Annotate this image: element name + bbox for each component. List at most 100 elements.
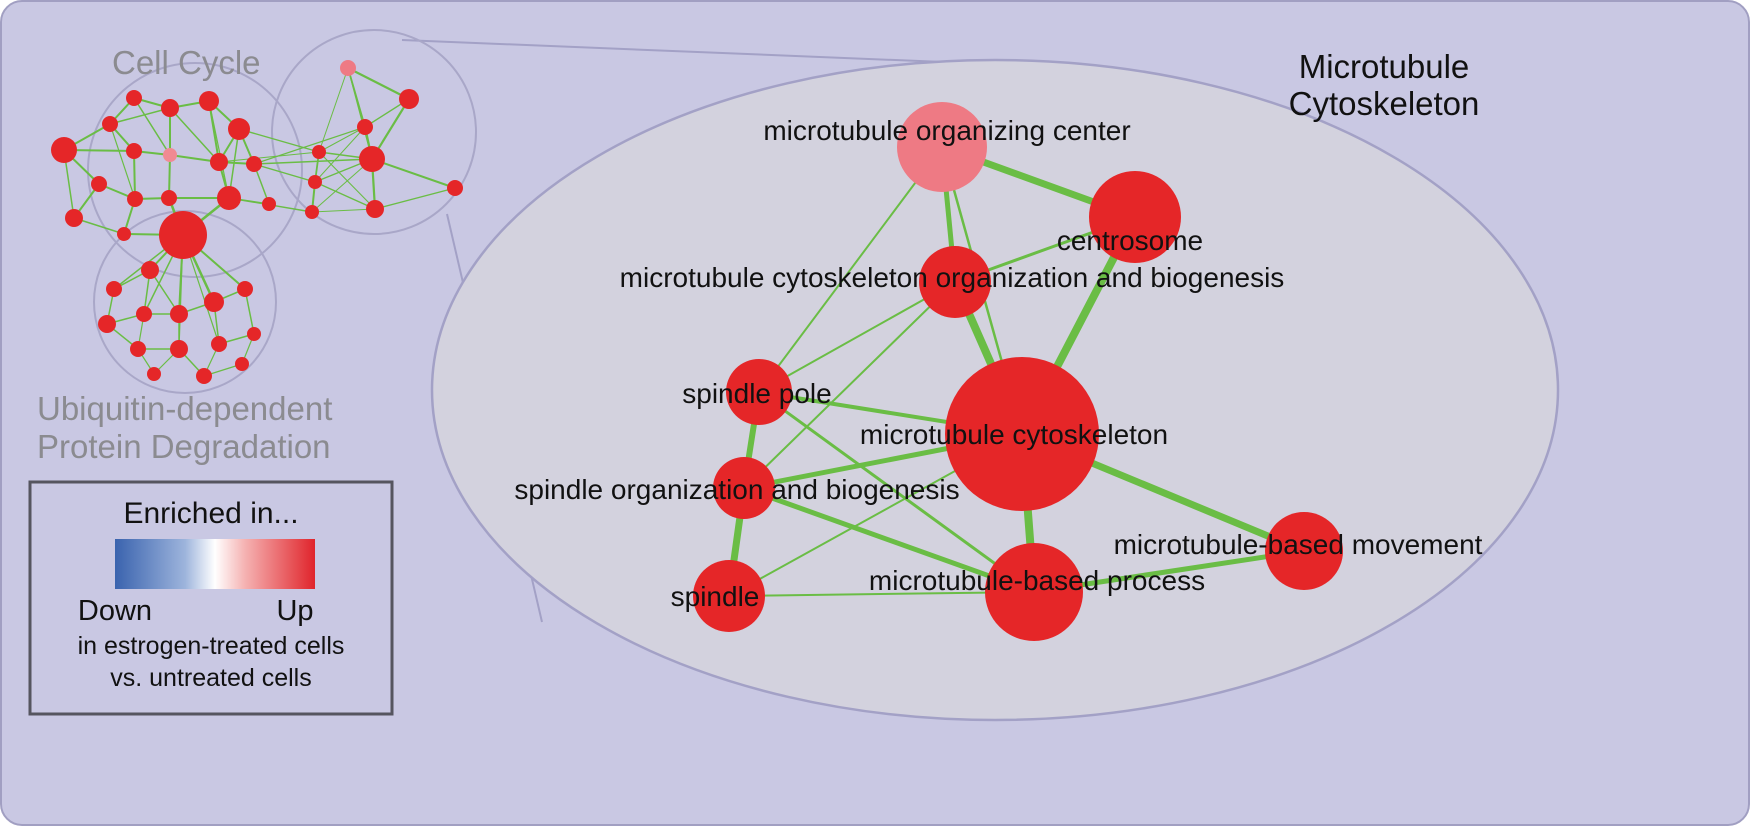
legend-up-label: Up bbox=[276, 595, 313, 627]
mini-edge bbox=[318, 126, 366, 153]
legend: Enriched in... Down Up in estrogen-treat… bbox=[28, 480, 394, 716]
mini-edge bbox=[238, 128, 320, 153]
node-spindle bbox=[693, 560, 765, 632]
legend-box bbox=[28, 480, 394, 716]
ubiquitin-cluster-label-line1: Ubiquitin-dependent bbox=[37, 390, 332, 427]
node-microtubule-cytoskeleton bbox=[945, 357, 1099, 511]
legend-caption-line1: in estrogen-treated cells bbox=[78, 632, 345, 660]
mini-edge bbox=[311, 208, 376, 213]
mini-node bbox=[170, 340, 188, 358]
mini-edge bbox=[253, 126, 366, 165]
node-label-spindle: spindle bbox=[671, 581, 760, 612]
node-label-microtubule-based-process: microtubule-based process bbox=[869, 565, 1205, 596]
mini-node bbox=[247, 327, 261, 341]
legend-title: Enriched in... bbox=[123, 497, 298, 530]
edge-mbp-spindle bbox=[728, 591, 1035, 597]
edge-spindle-pole-mbp bbox=[757, 390, 1036, 594]
mini-node bbox=[117, 227, 131, 241]
mini-edge bbox=[253, 163, 316, 183]
mini-node bbox=[170, 305, 188, 323]
mini-edge bbox=[208, 100, 230, 199]
edge-mcob-sob bbox=[743, 281, 956, 489]
legend-gradient-bar bbox=[115, 539, 315, 589]
node-label-centrosome: centrosome bbox=[1057, 225, 1203, 256]
node-centrosome bbox=[1089, 171, 1181, 263]
mini-node bbox=[235, 357, 249, 371]
zoom-cluster-title-line1: Microtubule bbox=[1299, 48, 1470, 85]
mini-node bbox=[91, 176, 107, 192]
mini-node bbox=[246, 156, 262, 172]
mini-node bbox=[211, 336, 227, 352]
node-spindle-organization bbox=[713, 457, 775, 519]
node-microtubule-cytoskeleton-organization bbox=[919, 246, 991, 318]
node-label-spindle-organization: spindle organization and biogenesis bbox=[514, 474, 959, 505]
mini-node-pink bbox=[163, 148, 177, 162]
edge-mcob-spindle-pole bbox=[758, 281, 956, 393]
mini-edge bbox=[318, 67, 349, 153]
inter-cluster-mini-edges bbox=[218, 126, 373, 213]
edge-moc-spindle-pole bbox=[758, 146, 943, 393]
legend-down-label: Down bbox=[78, 595, 152, 627]
mini-node bbox=[130, 341, 146, 357]
mini-edge bbox=[133, 150, 136, 200]
mini-node bbox=[305, 205, 319, 219]
mini-edge bbox=[374, 187, 456, 210]
mini-node bbox=[366, 200, 384, 218]
mini-node bbox=[161, 99, 179, 117]
mini-node bbox=[228, 118, 250, 140]
node-label-microtubule-organizing-center: microtubule organizing center bbox=[763, 115, 1130, 146]
mini-node bbox=[106, 281, 122, 297]
mini-node bbox=[65, 209, 83, 227]
mini-edge bbox=[218, 151, 320, 163]
mini-node bbox=[312, 145, 326, 159]
mini-edge bbox=[371, 158, 456, 189]
cell-cycle-cluster-label: Cell Cycle bbox=[112, 44, 261, 81]
mini-node bbox=[196, 368, 212, 384]
mini-edge bbox=[133, 97, 171, 156]
mini-edge bbox=[314, 181, 376, 210]
edge-sob-mbp bbox=[741, 485, 1037, 595]
node-label-microtubule-based-movement: microtubule-based movement bbox=[1114, 529, 1483, 560]
mini-node bbox=[210, 153, 228, 171]
mini-edge bbox=[346, 66, 411, 101]
mini-node bbox=[136, 306, 152, 322]
mini-edge bbox=[169, 107, 220, 163]
overview-mini-nodes bbox=[51, 89, 463, 384]
mini-node bbox=[262, 197, 276, 211]
node-label-microtubule-cytoskeleton-organization: microtubule cytoskeleton organization an… bbox=[620, 262, 1285, 293]
mini-edge bbox=[311, 158, 373, 213]
mini-node bbox=[204, 292, 224, 312]
mini-node bbox=[141, 261, 159, 279]
node-label-microtubule-cytoskeleton: microtubule cytoskeleton bbox=[860, 419, 1168, 450]
mini-node bbox=[102, 116, 118, 132]
mini-node bbox=[147, 367, 161, 381]
node-spindle-pole bbox=[726, 359, 792, 425]
mini-node bbox=[308, 175, 322, 189]
node-label-spindle-pole: spindle pole bbox=[682, 378, 831, 409]
mini-node bbox=[126, 90, 142, 106]
mini-node-large-hub bbox=[159, 211, 207, 259]
mini-node bbox=[357, 119, 373, 135]
mini-edge bbox=[109, 107, 171, 125]
mini-edge bbox=[253, 158, 373, 165]
node-microtubule-organizing-center bbox=[897, 102, 987, 192]
microtubule-mini-edges bbox=[311, 66, 456, 213]
node-microtubule-based-process bbox=[985, 543, 1083, 641]
mini-node bbox=[359, 146, 385, 172]
mini-node bbox=[217, 186, 241, 210]
ubiquitin-cluster-label-line2: Protein Degradation bbox=[37, 428, 331, 465]
mini-node bbox=[51, 137, 77, 163]
mini-node bbox=[126, 143, 142, 159]
mini-node bbox=[237, 281, 253, 297]
mini-node bbox=[399, 89, 419, 109]
cell-cycle-cluster-outline bbox=[87, 62, 303, 278]
mini-node bbox=[199, 91, 219, 111]
mini-node bbox=[447, 180, 463, 196]
mini-edge bbox=[109, 123, 136, 200]
node-microtubule-based-movement bbox=[1265, 512, 1343, 590]
microtubule-cluster-outline bbox=[271, 29, 477, 235]
ubiquitin-cluster-outline bbox=[93, 210, 277, 394]
mini-node bbox=[98, 315, 116, 333]
